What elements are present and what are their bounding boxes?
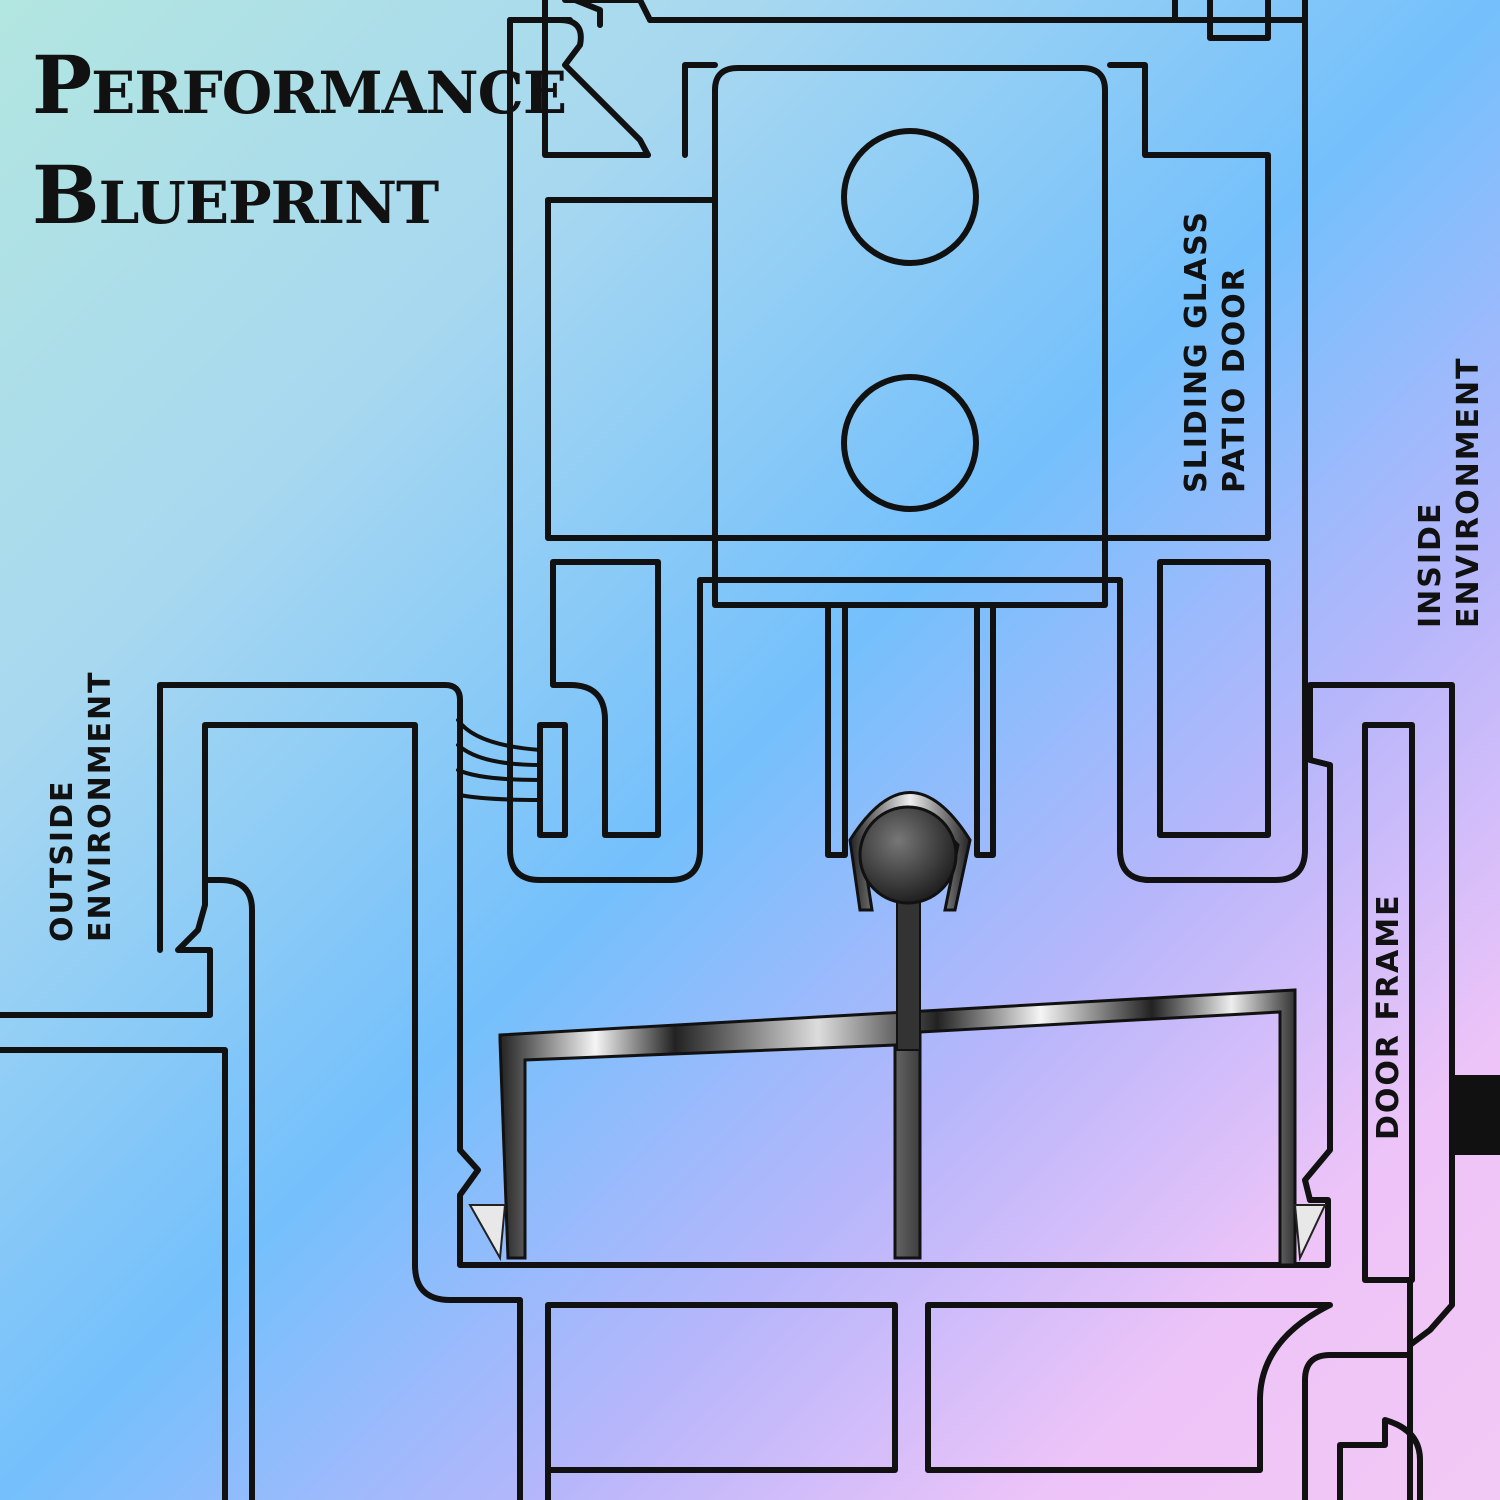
title-line-2-rest: LUEPRINT [98,169,440,237]
door-label-line-1: SLIDING GLASS [1179,210,1214,493]
outside-label-line-1: OUTSIDE [45,779,80,943]
sill-chambers [545,722,1423,1500]
title-line-1-rest: ERFORMANCE [91,59,567,127]
title-line-1: PERFORMANCE [32,38,567,132]
sliding-glass-patio-door-label: SLIDING GLASS PATIO DOOR [1178,210,1254,493]
outside-label-line-2: ENVIRONMENT [83,670,118,942]
threshold-seal [468,791,1327,1267]
inside-label-line-2: ENVIRONMENT [1451,356,1486,628]
outside-sill-frame [0,682,1455,1500]
door-frame-label-text: DOOR FRAME [1371,893,1406,1140]
inside-label-line-1: INSIDE [1413,501,1448,628]
door-label-line-2: PATIO DOOR [1217,266,1252,493]
inside-environment-label: INSIDE ENVIRONMENT [1412,356,1488,628]
title-line-2-initial: B [32,148,100,242]
frame-edge-block [1455,1075,1500,1155]
title-line-2: BLUEPRINT [32,148,440,242]
sliding-door-panel [456,0,1308,883]
outside-environment-label: OUTSIDE ENVIRONMENT [44,670,120,942]
title-line-1-initial: P [32,38,92,132]
door-frame-label: DOOR FRAME [1370,893,1408,1140]
